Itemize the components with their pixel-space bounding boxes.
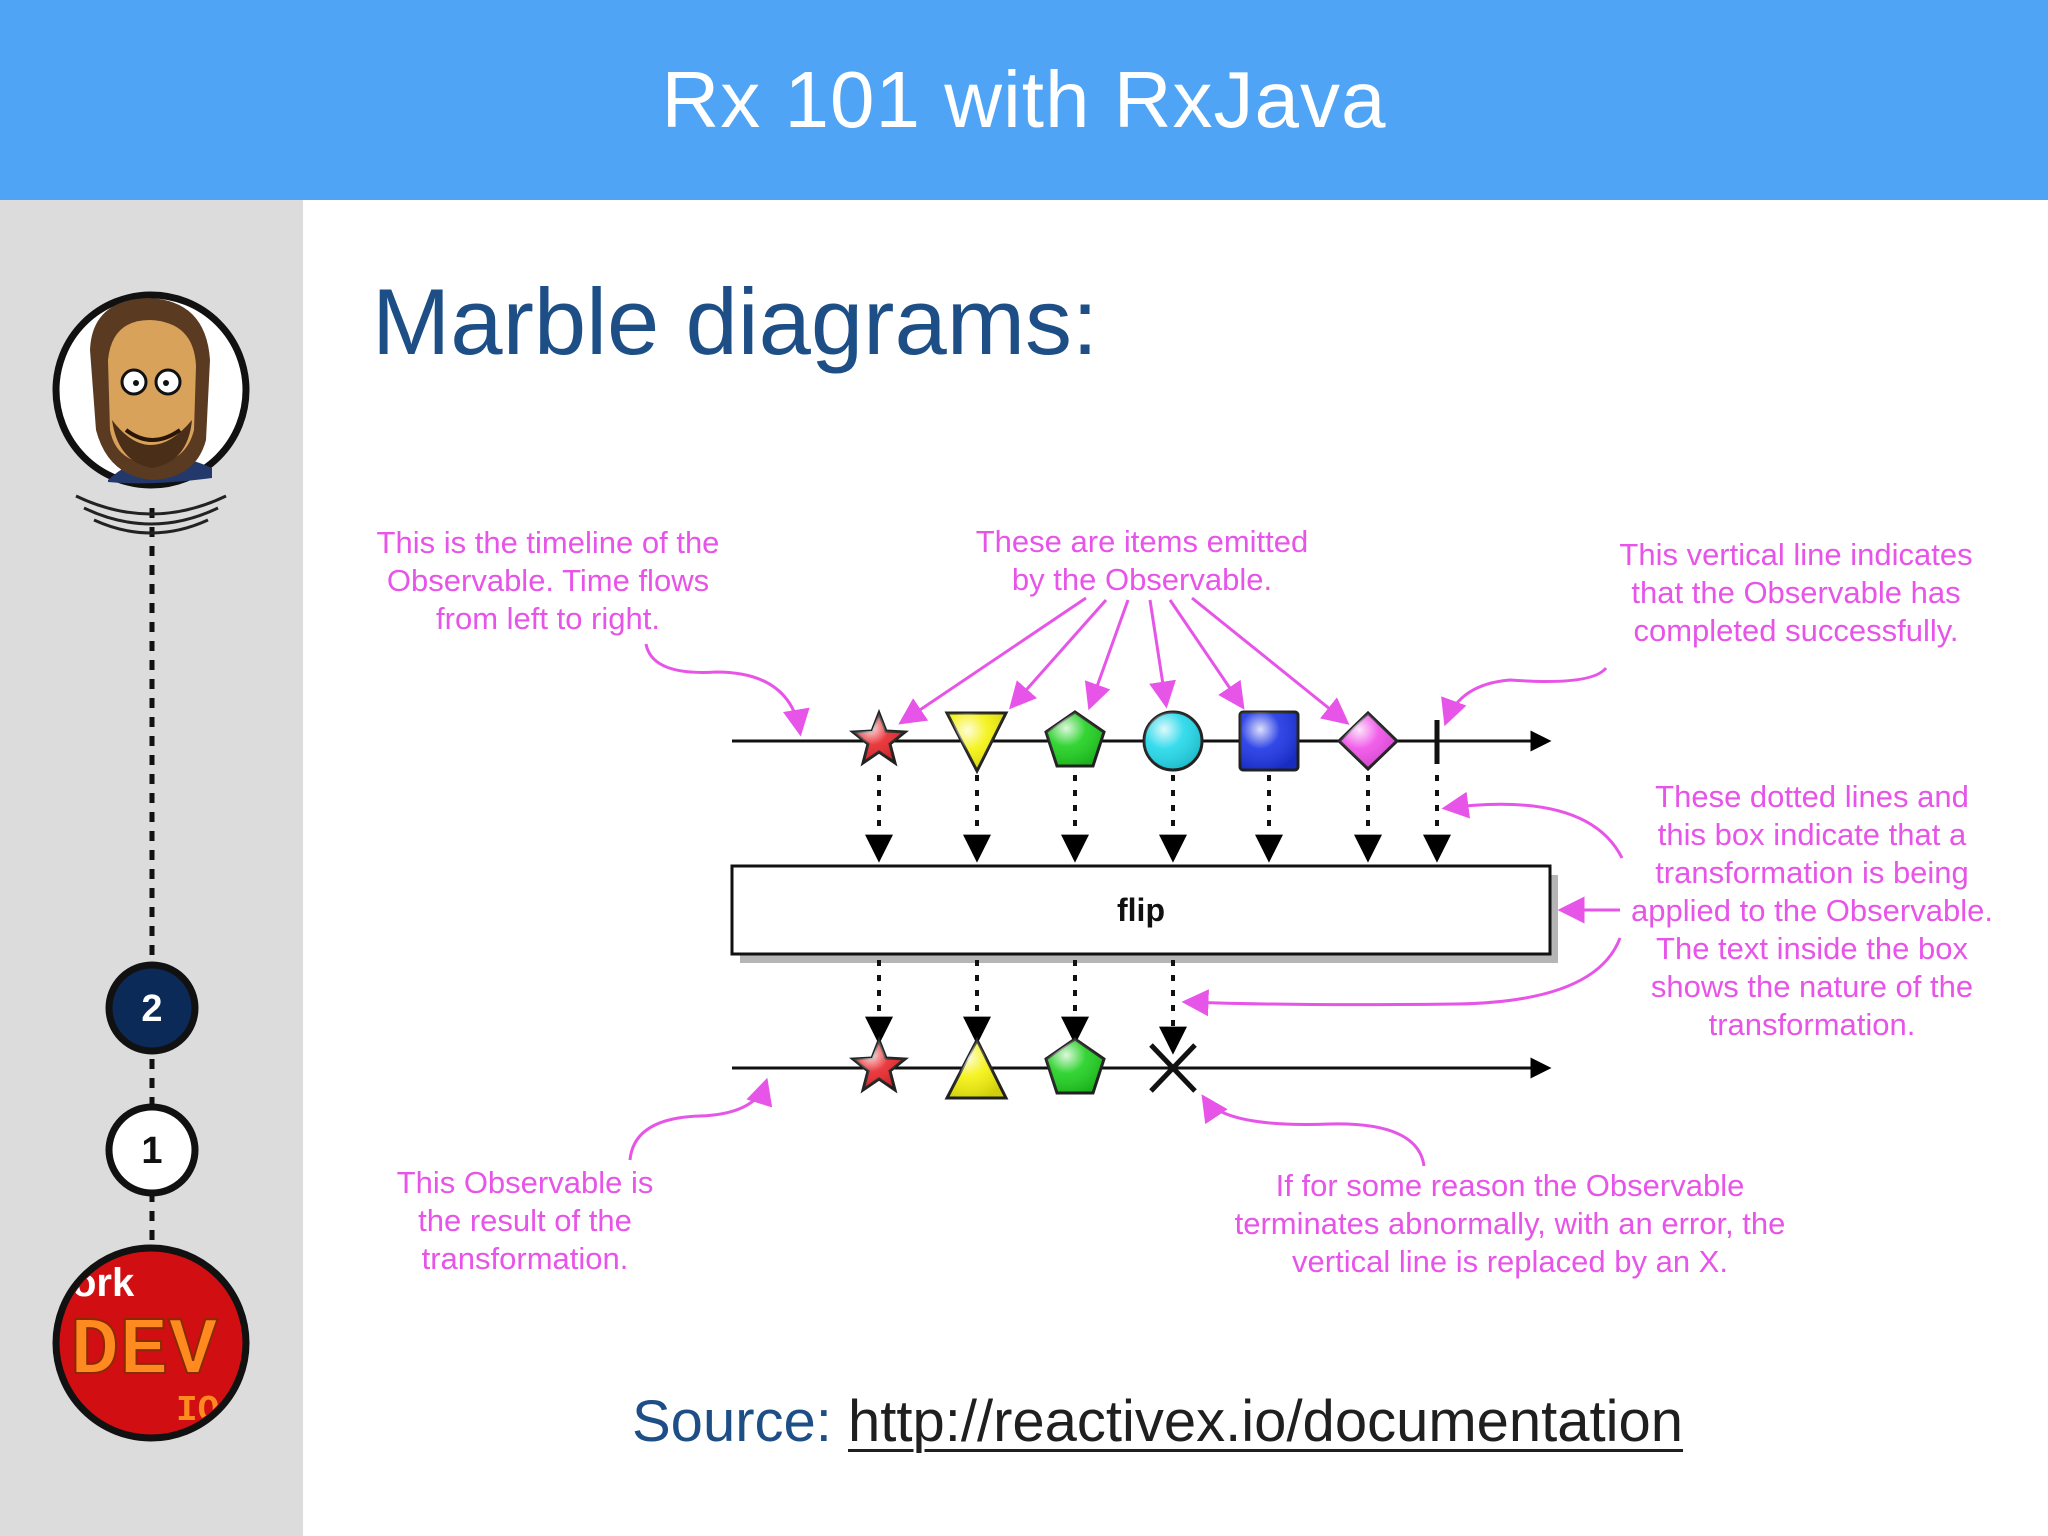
- output-item-pentagon: [1044, 1037, 1106, 1095]
- progress-step-1[interactable]: 1: [105, 1103, 199, 1197]
- logo-text-middle: DEV: [70, 1305, 218, 1398]
- input-item-triangle: [944, 711, 1009, 775]
- input-item-pentagon: [1044, 710, 1106, 768]
- presentation-title: Rx 101 with RxJava: [661, 55, 1387, 144]
- operator-box: flip: [730, 864, 1558, 963]
- input-item-star: [848, 708, 910, 767]
- step-number: 1: [141, 1130, 162, 1172]
- source-link[interactable]: http://reactivex.io/documentation: [848, 1389, 1684, 1454]
- input-item-square: [1238, 710, 1300, 772]
- svg-text:If for some reason the Observa: If for some reason the Observabletermina…: [1235, 1168, 1786, 1279]
- slide-title: Marble diagrams:: [372, 269, 1099, 374]
- transformation-arrows-in: [865, 775, 1451, 863]
- operator-label: flip: [1117, 892, 1165, 928]
- progress-step-2[interactable]: 2: [105, 961, 199, 1055]
- step-number: 2: [141, 988, 162, 1030]
- cork-dev-logo: ork DEV IO: [52, 1244, 250, 1442]
- source-credit: Source: http://reactivex.io/documentatio…: [632, 1388, 1683, 1455]
- input-item-circle: [1142, 710, 1204, 772]
- slide-header: Rx 101 with RxJava: [0, 0, 2048, 200]
- output-item-star: [848, 1035, 910, 1094]
- transformation-arrows-out: [865, 960, 1187, 1055]
- marble-diagram: flip This is the time: [377, 524, 1993, 1279]
- output-item-triangle: [944, 1036, 1009, 1100]
- avatar: [52, 291, 250, 535]
- source-label: Source:: [632, 1389, 832, 1454]
- input-item-diamond: [1336, 710, 1400, 772]
- error-x-mark: [1149, 1043, 1197, 1093]
